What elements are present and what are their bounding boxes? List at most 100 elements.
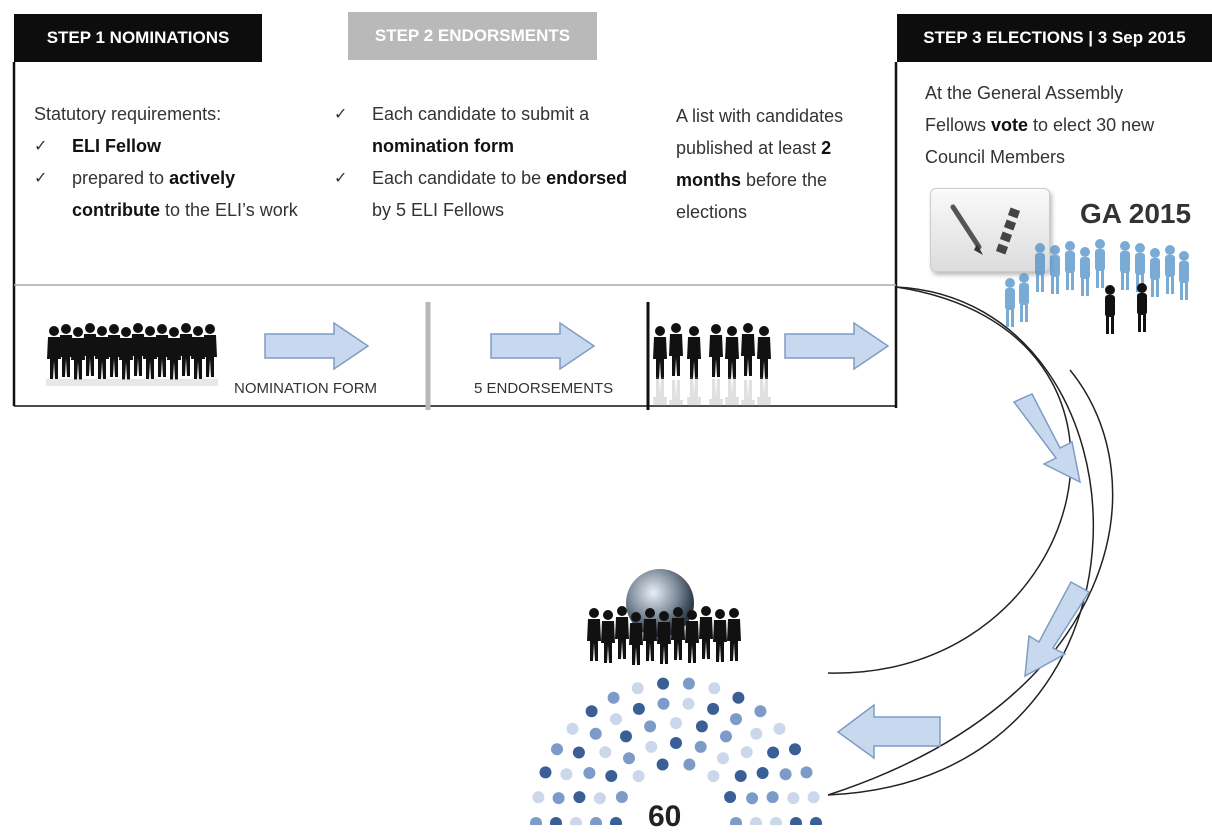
council-seat [717,752,729,765]
step3-text-bold: vote [991,115,1029,135]
council-seat [610,713,622,726]
arrow-right-icon [490,321,596,371]
step2-item-1-bold: nomination form [372,136,514,156]
step2-item-1-pre: Each candidate to submit a [372,104,590,124]
council-seat [754,705,767,718]
council-seat [570,817,582,825]
council-seat [539,766,552,779]
checkmark-icon: ✓ [34,136,48,155]
step1-item-1-bold: ELI Fellow [72,136,162,156]
council-seat [707,702,720,715]
endorsements-label: 5 ENDORSEMENTS [468,380,620,397]
step2-item-2-bold: endorsed [546,168,628,188]
council-seat [532,791,545,804]
list-text-bold: 2 months [676,138,832,190]
arrow-down-right-icon [1012,393,1082,484]
council-seat [707,770,720,783]
council-seat [683,758,696,771]
crowd-icon [46,323,218,386]
council-seat [734,770,747,782]
checkmark-icon: ✓ [334,104,348,123]
ga-label: GA 2015 [1080,198,1192,229]
step2-item-2-post: by 5 ELI Fellows [372,200,505,220]
council-seat [552,792,565,805]
council-seat [615,791,628,803]
council-seat [657,677,670,690]
council-count: 60 [648,800,682,833]
step1-intro: Statutory requirements: [34,104,222,124]
step1-item-1: ✓ ELI Fellow [34,130,314,162]
step1-tab: STEP 1 NOMINATIONS [14,14,262,62]
council-seat [551,743,563,756]
step2-tab: STEP 2 ENDORSMENTS [348,12,597,60]
arrow-left-icon [836,703,941,760]
council-seat [620,730,632,743]
council-seat [560,768,573,781]
council-seats-chart [530,677,822,825]
council-seat [694,740,707,753]
council-seat [770,817,782,825]
council-seat [607,691,620,704]
council-seat [750,817,762,825]
council-seat [767,746,780,759]
council-seat [746,792,759,805]
council-seat [550,817,562,825]
council-seat [732,691,745,704]
arrow-right-icon [264,321,370,371]
council-seat [623,752,635,765]
council-seat [590,817,602,825]
assembly-crowd-image [1005,239,1189,334]
council-seat [750,727,763,740]
council-seat [724,791,737,803]
step3-text-post: to elect 30 new Council Members [925,115,1155,167]
checkmark-icon: ✓ [34,168,48,187]
council-seat [695,720,708,733]
council-seat [682,677,695,690]
step2-item-2: ✓ Each candidate to be endorsed by 5 ELI… [334,162,644,226]
council-seat [573,791,586,804]
council-seat [670,717,682,729]
council-seat [605,770,618,782]
council-seat [756,767,769,779]
step1-item-2-bold: actively contribute [72,168,236,220]
arrow-down-left-icon [1024,580,1091,678]
council-seat [530,817,542,825]
step2-title: STEP 2 ENDORSMENTS [374,26,571,45]
step3-text: At the General Assembly Fellows vote to … [925,77,1185,173]
council-seat [670,737,682,749]
council-seat [566,722,579,735]
council-seat [645,740,658,753]
council-globe-crowd-icon [587,569,741,665]
council-seat [730,817,742,825]
step3-tab: STEP 3 ELECTIONS | 3 Sep 2015 [897,14,1212,62]
council-seat [740,746,753,759]
candidates-crowd-icon [653,323,771,406]
council-seat [589,727,602,740]
council-seat [682,697,695,710]
council-seat [572,746,585,759]
arrow-right-icon [784,321,890,371]
council-seat [599,746,612,759]
step3-title: STEP 3 ELECTIONS | 3 Sep 2015 [923,28,1186,47]
council-seat [789,743,801,756]
step2-item-2-pre: Each candidate to be [372,168,547,188]
council-seat [656,758,669,771]
council-seat [773,722,786,735]
council-seat [720,730,732,743]
nomination-form-label: NOMINATION FORM [228,380,384,397]
council-seat [632,770,645,783]
step3-text-pre: At the General Assembly Fellows [925,83,1124,135]
step1-text: Statutory requirements: ✓ ELI Fellow ✓ p… [34,98,314,226]
step1-item-2-pre: prepared to [72,168,170,188]
list-text-pre: A list with candidates published at leas… [676,106,844,158]
council-seat [766,791,779,804]
list-text-post: before the elections [676,170,828,222]
step1-title: STEP 1 NOMINATIONS [46,28,230,47]
council-seat [593,792,606,805]
council-seat [657,697,670,710]
council-seat [632,702,645,715]
council-seat [800,766,813,779]
step1-item-2-post: to the ELI’s work [160,200,298,220]
step2-text: ✓ Each candidate to submit a nomination … [334,98,644,226]
